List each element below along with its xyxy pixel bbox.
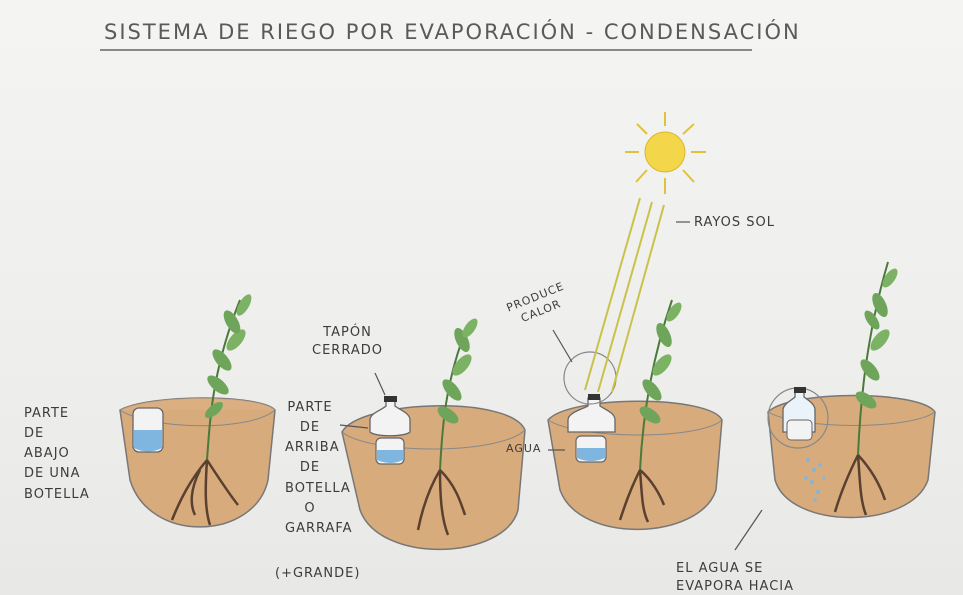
- produce-arrow: [552, 329, 573, 363]
- bottle-2: [369, 396, 411, 465]
- label-mas-grande: (+GRANDE): [275, 566, 361, 581]
- label-tapon-cerrado: TAPÓN CERRADO: [312, 325, 383, 358]
- bottle-4: [767, 387, 829, 502]
- label-parte-arriba: PARTE DE ARRIBA DE BOTELLA O GARRAFA: [285, 400, 353, 536]
- label-parte-abajo: PARTE DE ABAJO DE UNA BOTELLA: [24, 406, 90, 502]
- diagram-title: SISTEMA DE RIEGO POR EVAPORACIÓN - CONDE…: [104, 20, 801, 44]
- parte-arriba-arrow: [339, 424, 369, 429]
- tapon-arrow: [374, 372, 386, 396]
- bottle-bottom-1: [132, 407, 164, 453]
- bottle-3: [567, 394, 616, 463]
- plant-4: [833, 261, 898, 516]
- sun-icon: [625, 112, 706, 194]
- plant-2: [416, 318, 478, 536]
- label-el-agua-se-evapora: EL AGUA SE EVAPORA HACIA: [676, 561, 795, 594]
- pot-3: [547, 400, 723, 531]
- sun-rays: [584, 197, 665, 393]
- plant-1: [170, 294, 252, 526]
- label-agua: AGUA: [506, 442, 542, 455]
- plant-3: [618, 299, 682, 523]
- evapora-arrow: [734, 509, 763, 551]
- cap-icon: [384, 396, 397, 402]
- label-rayos-sol: RAYOS SOL: [694, 215, 775, 230]
